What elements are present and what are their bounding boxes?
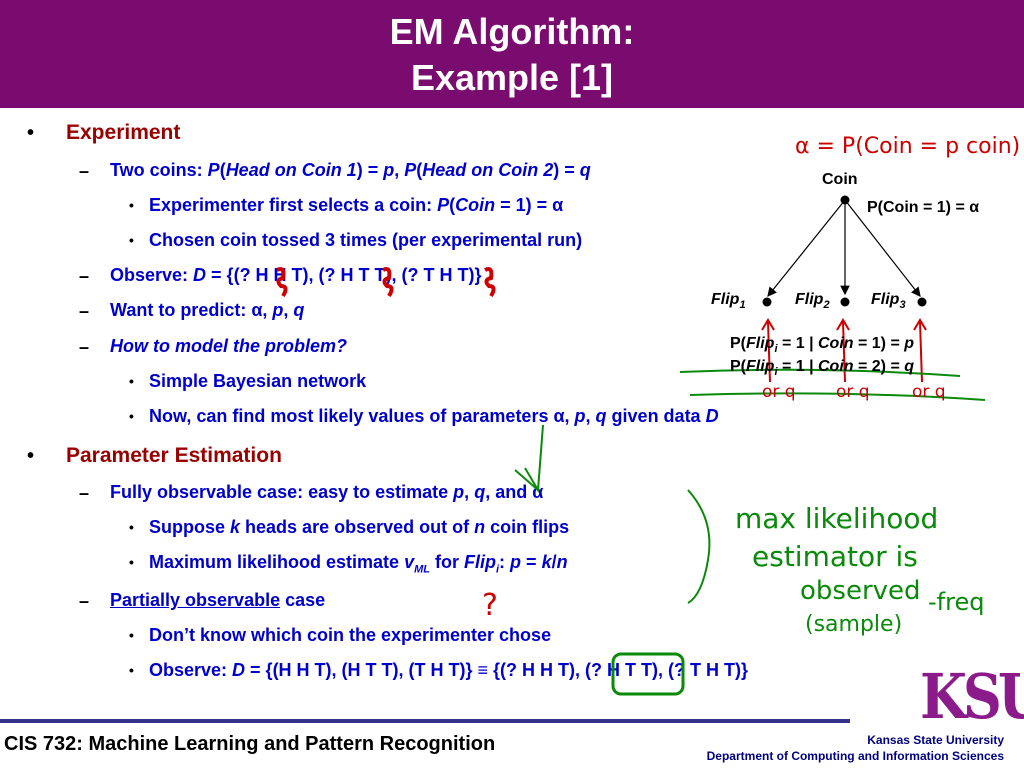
handwritten-or-q: or q xyxy=(836,382,870,402)
red-ink-arrow xyxy=(913,318,927,383)
flip3-node xyxy=(917,297,927,307)
bullet-dash: – xyxy=(79,161,90,181)
slide-title-line2: Example [1] xyxy=(410,57,614,98)
partially-observable-link[interactable]: Partially observable xyxy=(110,590,281,610)
handwritten-alpha-note: α = P(Coin = p coin) xyxy=(795,134,1021,159)
edge-coin-flip1 xyxy=(767,199,846,297)
bullet-dash: – xyxy=(79,266,90,286)
cpt-coin2: P(Flipi = 1 | Coin = 2) = q xyxy=(730,358,915,379)
p-coin-label: P(Coin = 1) = α xyxy=(867,199,980,216)
bullet-small: • xyxy=(129,373,134,389)
heading-experiment: Experiment xyxy=(66,121,181,144)
handwritten-or-q: or q xyxy=(912,382,946,402)
bullet-dot: • xyxy=(27,122,35,144)
handwritten-sample: (sample) xyxy=(805,612,903,637)
bullet-small: • xyxy=(129,197,134,213)
green-ink-brace xyxy=(687,489,711,604)
bullet-small: • xyxy=(129,232,134,248)
handwritten-or-q: or q xyxy=(762,382,796,402)
bullet-dash: – xyxy=(79,591,90,611)
want-predict-line: Want to predict: α, p, q xyxy=(110,300,305,320)
bullet-small: • xyxy=(129,627,134,643)
dont-know-line: Don’t know which coin the experimenter c… xyxy=(149,625,552,645)
green-ink-underline xyxy=(689,392,986,401)
suppose-line: Suppose k heads are observed out of n co… xyxy=(149,517,570,537)
handwritten-question-mark: ? xyxy=(482,588,498,623)
bullet-dash: – xyxy=(79,301,90,321)
fully-observable-line: Fully observable case: easy to estimate … xyxy=(110,482,544,502)
ksu-logo: KSU xyxy=(920,659,1024,733)
handwritten-observed: observed xyxy=(800,576,921,606)
flip2-label: Flip2 xyxy=(795,291,830,312)
now-find-line: Now, can find most likely values of para… xyxy=(149,406,719,426)
red-ink-arrow xyxy=(836,318,850,383)
coin-label: Coin xyxy=(822,171,858,188)
university-name: Kansas State University xyxy=(867,733,1004,747)
bullet-dot: • xyxy=(27,445,35,467)
bullet-dash: – xyxy=(79,337,90,357)
two-coins-line: Two coins: P(Head on Coin 1) = p, P(Head… xyxy=(110,160,591,180)
flip3-label: Flip3 xyxy=(871,291,906,312)
flip1-label: Flip1 xyxy=(711,291,746,312)
partially-observable-line: Partially observable case xyxy=(110,590,326,610)
slide-title-line1: EM Algorithm: xyxy=(389,11,635,52)
first-selects-line: Experimenter first selects a coin: P(Coi… xyxy=(149,195,564,215)
cpt-coin1: P(Flipi = 1 | Coin = 1) = p xyxy=(730,335,915,356)
green-ink-checkmark xyxy=(514,424,544,494)
bullet-dash: – xyxy=(79,483,90,503)
red-ink-scribble xyxy=(484,267,496,298)
simple-bn-line: Simple Bayesian network xyxy=(149,371,367,391)
tossed-line: Chosen coin tossed 3 times (per experime… xyxy=(149,230,583,250)
observe-line-2: Observe: D = {(H H T), (H T T), (T H T)}… xyxy=(149,660,748,680)
heading-parameter-estimation: Parameter Estimation xyxy=(66,444,282,467)
bullet-small: • xyxy=(129,554,134,570)
bullet-small: • xyxy=(129,519,134,535)
handwritten-freq: -freq xyxy=(928,588,985,616)
bullet-small: • xyxy=(129,662,134,678)
max-likelihood-line: Maximum likelihood estimate vML for Flip… xyxy=(149,552,568,576)
flip2-node xyxy=(840,297,850,307)
handwritten-max-likelihood: max likelihood xyxy=(735,502,939,535)
title-bar: EM Algorithm: Example [1] xyxy=(0,0,1024,108)
green-ink-highlight-box xyxy=(611,652,685,696)
handwritten-estimator-is: estimator is xyxy=(752,540,918,573)
course-title: CIS 732: Machine Learning and Pattern Re… xyxy=(4,733,496,755)
footer-divider xyxy=(0,719,850,723)
red-ink-scribble xyxy=(276,267,288,298)
how-model-line: How to model the problem? xyxy=(110,336,347,356)
flip1-node xyxy=(762,297,772,307)
green-ink-underline xyxy=(679,368,961,377)
department-name: Department of Computing and Information … xyxy=(706,749,1004,763)
red-ink-scribble xyxy=(382,267,394,298)
edge-coin-flip3 xyxy=(844,199,921,297)
red-ink-arrow xyxy=(761,318,775,383)
bullet-small: • xyxy=(129,408,134,424)
